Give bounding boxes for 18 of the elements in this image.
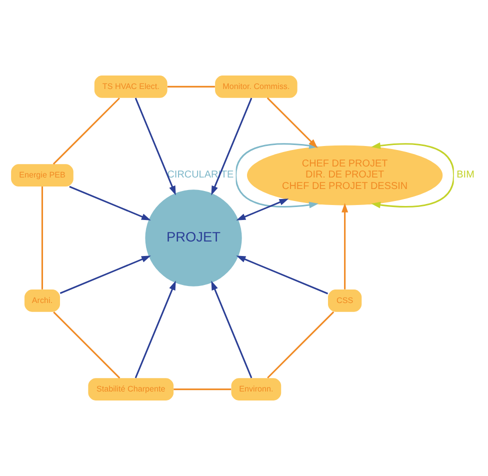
node-circle: PROJET bbox=[145, 190, 242, 286]
arrow bbox=[211, 98, 252, 196]
connector bbox=[52, 98, 120, 165]
edge-label: BIM bbox=[456, 170, 474, 181]
arrow bbox=[134, 98, 176, 196]
connector bbox=[174, 388, 232, 390]
connector bbox=[41, 186, 44, 290]
connector bbox=[53, 312, 120, 379]
arrow bbox=[60, 256, 151, 294]
arrow bbox=[69, 186, 151, 220]
arrow bbox=[211, 280, 252, 378]
connector bbox=[167, 86, 215, 88]
connector bbox=[267, 311, 334, 378]
arrow bbox=[236, 256, 328, 294]
arrow bbox=[371, 142, 455, 208]
arrow bbox=[236, 198, 289, 220]
arrow bbox=[342, 202, 348, 290]
arrow bbox=[134, 280, 176, 378]
